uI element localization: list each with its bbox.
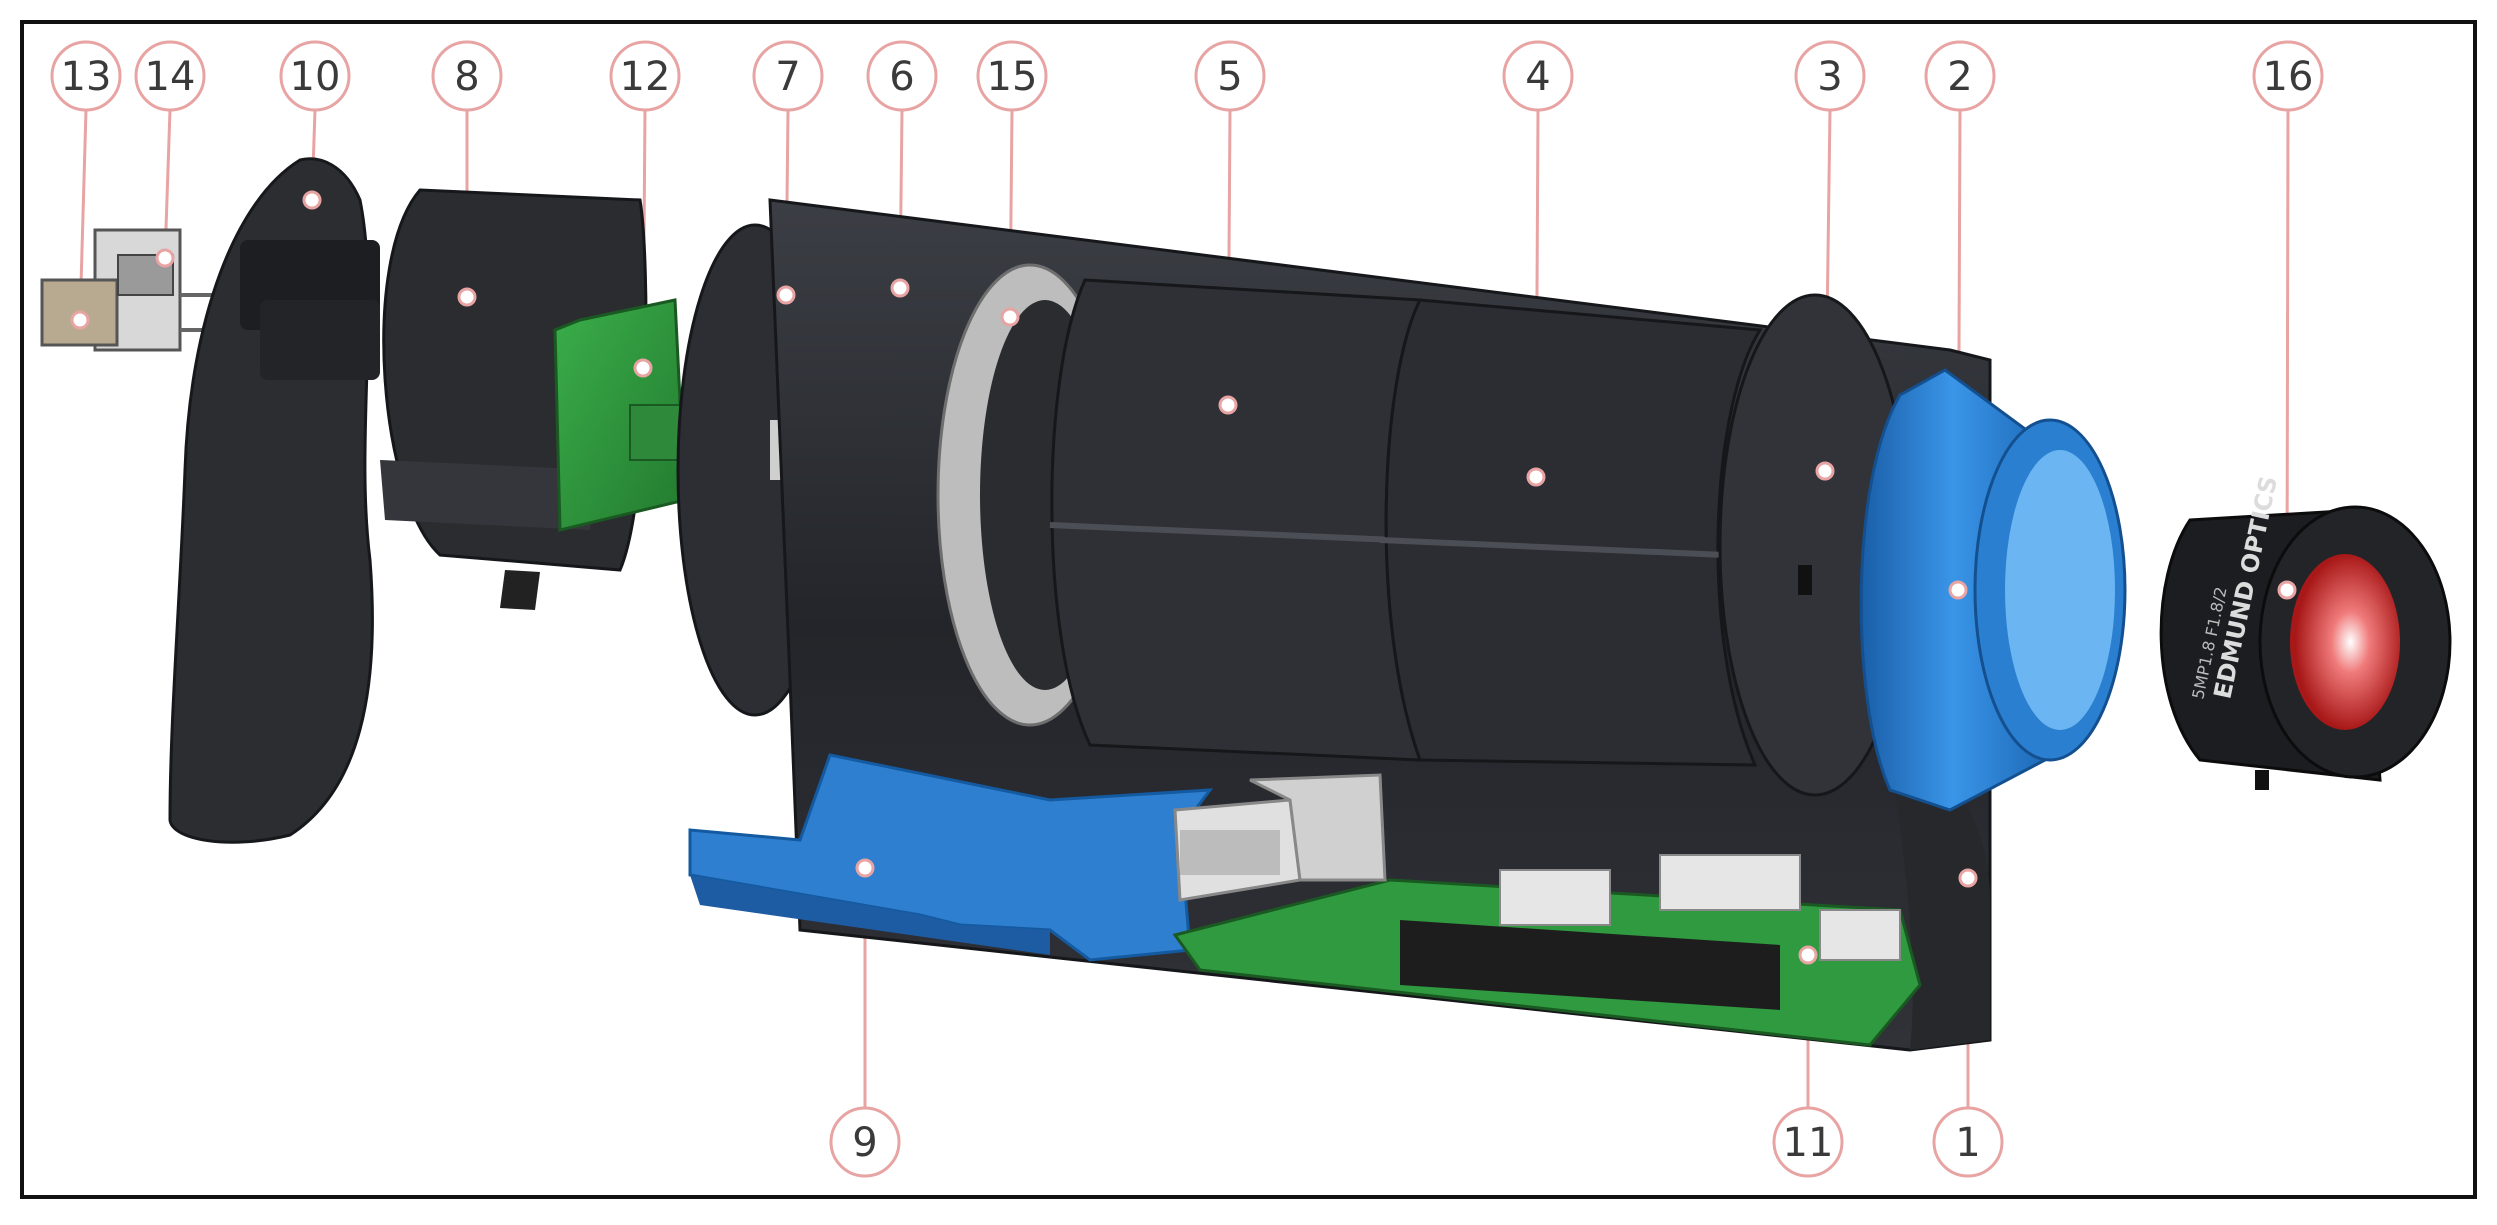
leader-16 (2285, 109, 2290, 591)
blue-bracket-9 (688, 753, 1214, 962)
callout-10: 10 (279, 40, 351, 112)
callout-12: 12 (609, 40, 681, 112)
callout-11-label: 11 (1783, 1120, 1834, 1166)
callout-15: 15 (976, 40, 1048, 112)
callout-3: 3 (1794, 40, 1866, 112)
callout-15-label: 15 (987, 54, 1038, 100)
callout-10-label: 10 (290, 54, 341, 100)
callout-12-label: 12 (620, 54, 671, 100)
callout-1-label: 1 (1955, 1120, 1980, 1166)
callout-8: 8 (431, 40, 503, 112)
anchor-dots (70, 190, 2297, 965)
callout-4-label: 4 (1525, 54, 1550, 100)
callout-2-label: 2 (1947, 54, 1972, 100)
callout-2: 2 (1924, 40, 1996, 112)
callout-5: 5 (1194, 40, 1266, 112)
pcb-12 (553, 298, 689, 532)
callout-16: 16 (2252, 40, 2324, 112)
callout-13: 13 (50, 40, 122, 112)
callout-9: 9 (829, 1106, 901, 1178)
callout-8-label: 8 (454, 54, 479, 100)
back-plate-10 (168, 157, 380, 844)
callout-5-label: 5 (1217, 54, 1242, 100)
callout-13-label: 13 (61, 54, 112, 100)
callout-1: 1 (1932, 1106, 2004, 1178)
callout-9-label: 9 (852, 1120, 877, 1166)
barrel-5 (1049, 278, 1423, 762)
callout-3-label: 3 (1817, 54, 1842, 100)
callout-14: 14 (134, 40, 206, 112)
lens-16: EDMUND OPTICS 5MP1.8 F1.8/2 (2159, 474, 2452, 790)
callout-6: 6 (866, 40, 938, 112)
callout-11: 11 (1772, 1106, 1844, 1178)
barrel-4 (1379, 298, 1763, 767)
pcb-11 (1172, 773, 1922, 1047)
callout-7: 7 (752, 40, 824, 112)
callout-6-label: 6 (889, 54, 914, 100)
callout-14-label: 14 (145, 54, 196, 100)
callout-16-label: 16 (2263, 54, 2314, 100)
callout-7-label: 7 (775, 54, 800, 100)
callouts: 13 14 10 8 12 7 6 15 (50, 40, 2324, 1178)
callout-4: 4 (1502, 40, 1574, 112)
